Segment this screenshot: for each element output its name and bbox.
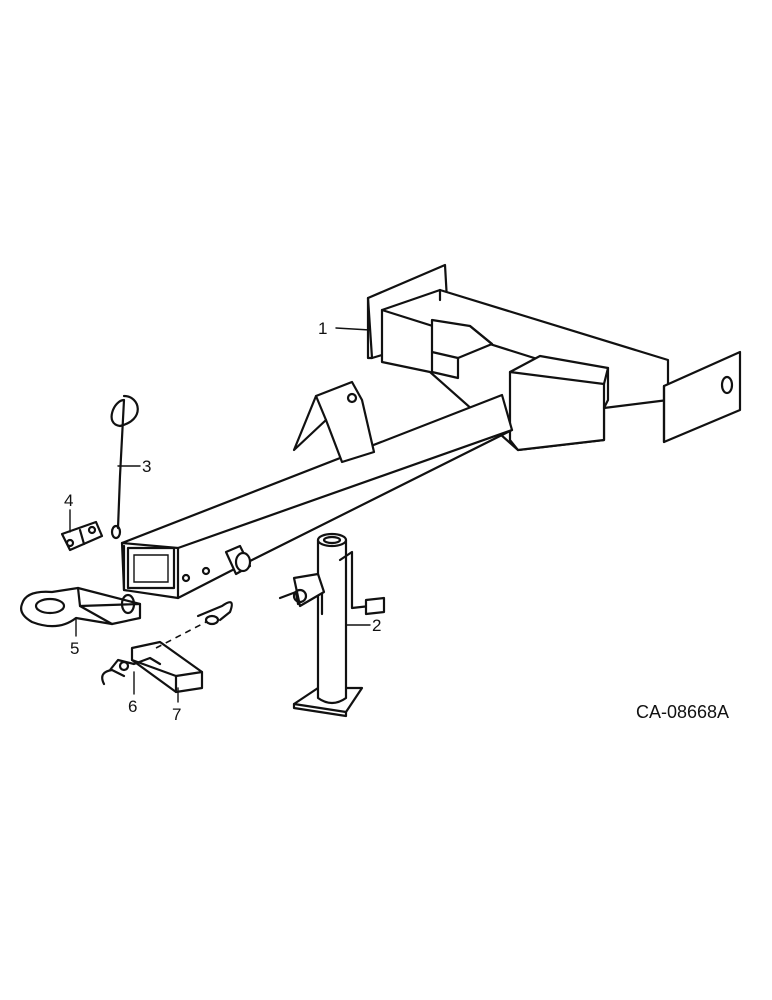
callout-6: 6: [128, 697, 137, 716]
callout-2: 2: [372, 616, 381, 635]
tube-hole: [201, 566, 211, 576]
t-frame-assembly: [120, 263, 742, 600]
hitch-eye: [20, 586, 142, 628]
jack-tube-top: [316, 532, 348, 548]
hitch-pin: [196, 601, 233, 622]
upper-bracket: [292, 380, 376, 464]
boss-opening: [234, 551, 252, 573]
right-plate-hole: [720, 375, 734, 395]
center-gusset: [430, 318, 494, 360]
leader-lines: [69, 327, 371, 703]
callout-7: 7: [172, 705, 181, 724]
spring-pin: [110, 394, 139, 540]
tube-hole: [181, 573, 191, 583]
small-bracket: [60, 520, 104, 552]
callout-4: 4: [64, 491, 73, 510]
callout-1: 1: [318, 319, 327, 338]
bracket-hole: [346, 392, 358, 404]
safety-clip-and-bar: [101, 601, 233, 694]
jack-crank: [338, 550, 372, 610]
callout-3: 3: [142, 457, 151, 476]
jack-clamp: [292, 572, 326, 608]
bar: [130, 640, 204, 694]
jack-assembly: [278, 532, 386, 718]
jack-tube: [316, 538, 348, 705]
figure-code: CA-08668A: [636, 702, 729, 722]
clip: [101, 656, 162, 686]
right-end-plate: [662, 350, 742, 444]
callout-5: 5: [70, 639, 79, 658]
right-taper-box: [508, 354, 610, 452]
